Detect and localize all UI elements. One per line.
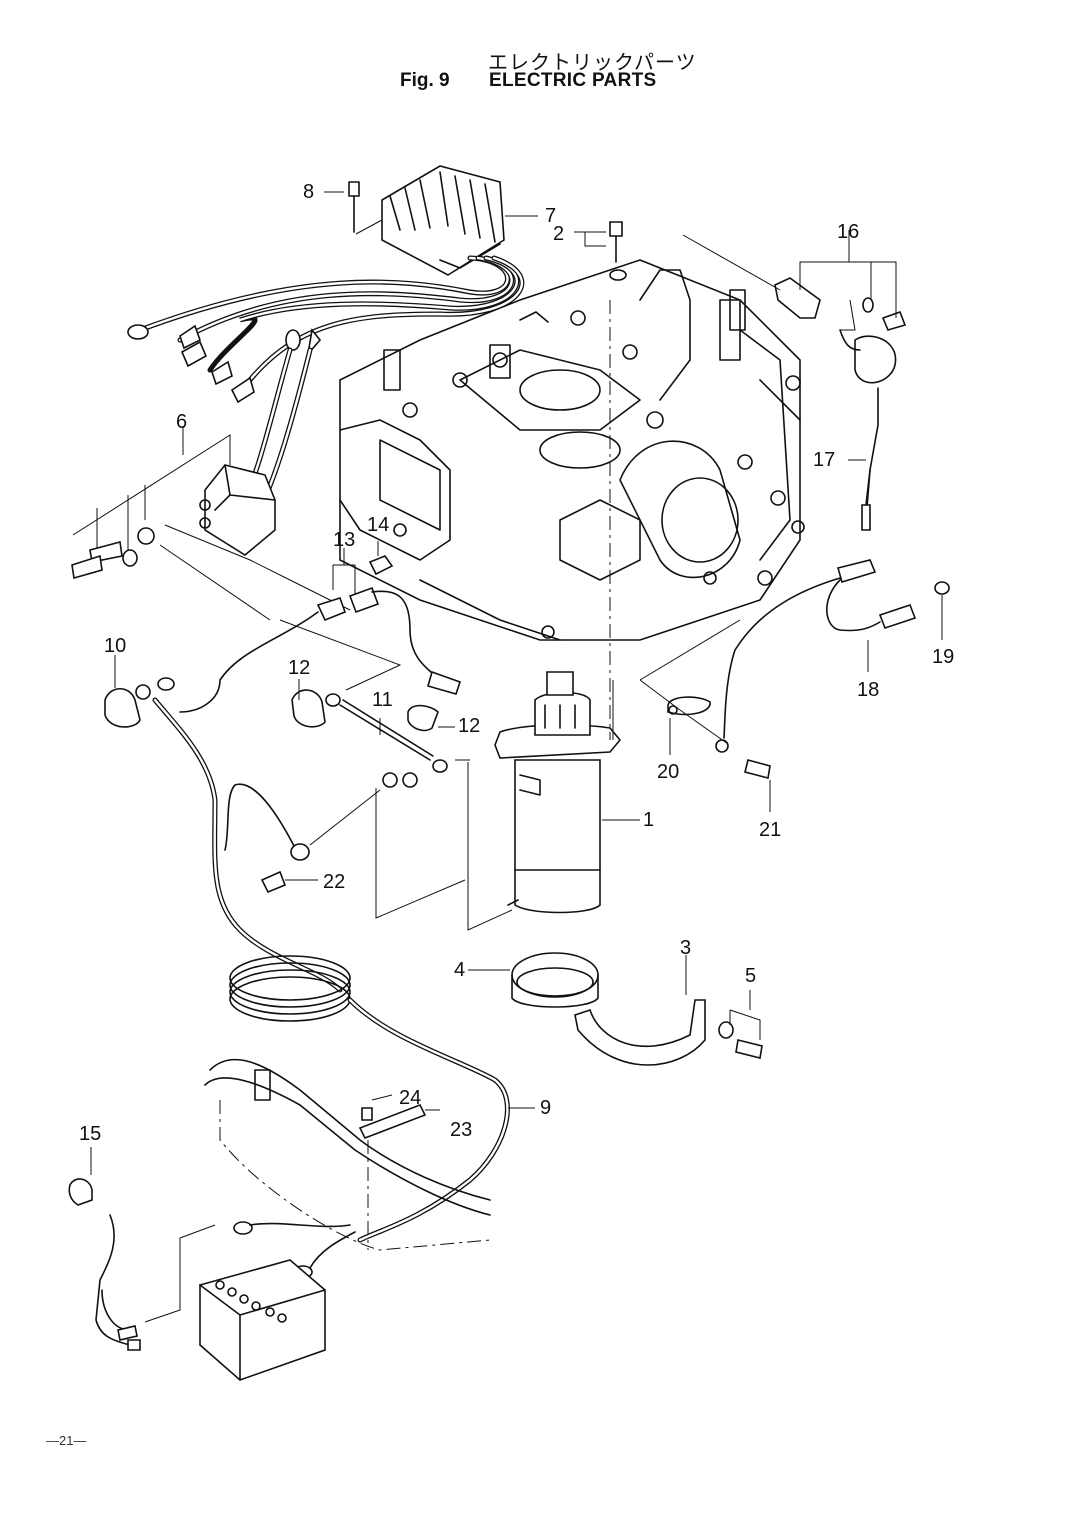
callout-3: 3 (680, 937, 692, 959)
callout-21: 21 (759, 819, 782, 841)
rectifier-regulator-illustration (324, 165, 538, 276)
title-english: ELECTRIC PARTS (489, 70, 657, 91)
callout-7: 7 (545, 205, 557, 227)
callout-19: 19 (932, 646, 955, 668)
callout-14: 14 (367, 514, 390, 536)
title-japanese: エレクトリックパーツ (488, 50, 697, 74)
callout-11: 11 (372, 689, 393, 711)
callout-15: 15 (79, 1123, 102, 1145)
callout-12b: 12 (458, 715, 481, 737)
ground-cord-illustration (639, 559, 950, 812)
starter-bands-illustration (468, 952, 763, 1066)
engine-block-illustration (339, 259, 805, 641)
callout-16: 16 (837, 221, 860, 243)
callout-24: 24 (399, 1087, 422, 1109)
starter-relay-illustration (71, 426, 351, 621)
callout-20: 20 (657, 761, 680, 783)
callout-6: 6 (176, 411, 188, 433)
callout-8: 8 (303, 181, 315, 203)
sensor-switch-illustration (682, 230, 907, 531)
callout-18: 18 (857, 679, 880, 701)
callout-13: 13 (333, 529, 356, 551)
callout-23: 23 (450, 1119, 473, 1141)
bracket-battery-illustration (68, 1058, 491, 1381)
callout-10: 10 (104, 635, 127, 657)
bolt-washer-2-illustration (574, 221, 627, 281)
callout-17: 17 (813, 449, 836, 471)
callout-22: 22 (323, 871, 346, 893)
starter-motor-illustration (494, 300, 640, 914)
callout-12a: 12 (288, 657, 311, 679)
callout-1: 1 (643, 809, 655, 831)
callout-4: 4 (454, 959, 466, 981)
callout-2: 2 (553, 223, 565, 245)
rectifier-wires (127, 255, 525, 523)
figure-label: Fig. 9 (400, 70, 450, 91)
callout-9: 9 (540, 1097, 552, 1119)
cables-and-caps-illustration (104, 619, 535, 1243)
page-number: —21— (46, 1433, 87, 1448)
callout-5: 5 (745, 965, 757, 987)
connector-fuse-illustration (157, 541, 462, 713)
